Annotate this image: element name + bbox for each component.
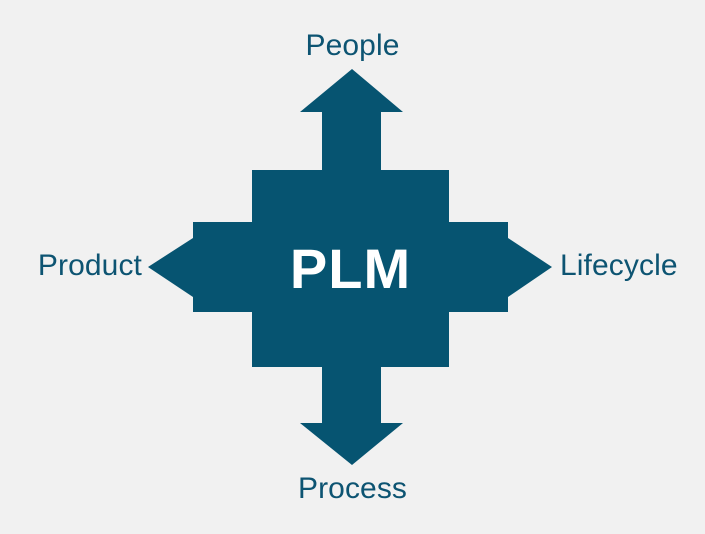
arrow-label-left-product: Product [37,249,142,282]
arrow-label-bottom-process: Process [297,472,408,505]
arrow-label-top-people: People [305,29,400,62]
four-way-arrow-shape [148,69,552,465]
arrow-label-right-lifecycle: Lifecycle [560,249,678,282]
